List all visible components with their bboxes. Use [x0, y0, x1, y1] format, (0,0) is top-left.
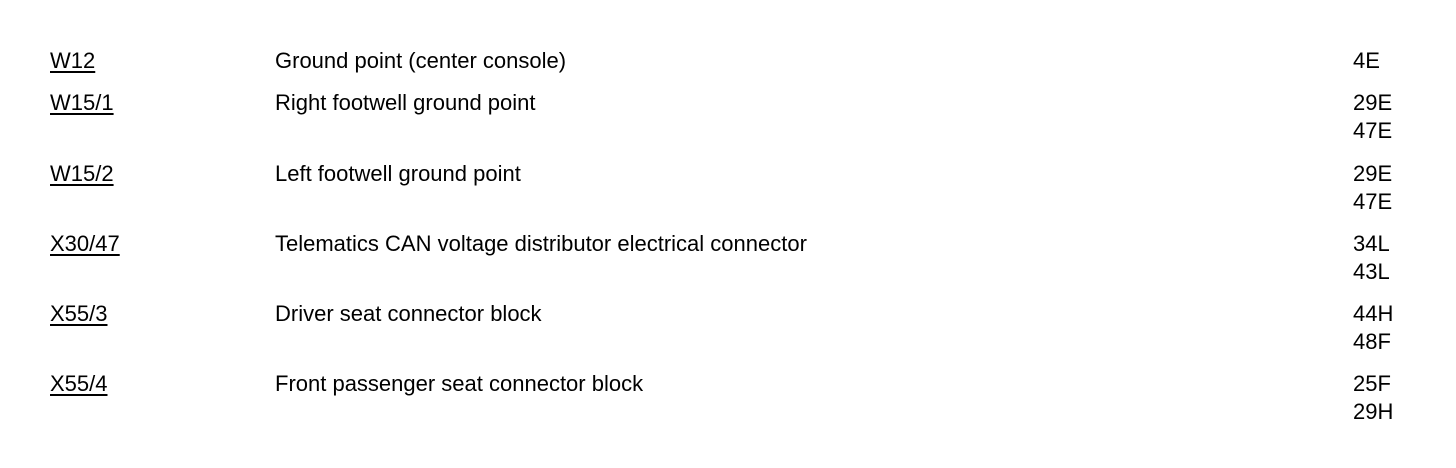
- grid-reference: 25F: [1353, 371, 1391, 396]
- grid-reference-list: 29E 47E: [1353, 160, 1433, 216]
- grid-reference: 44H: [1353, 301, 1394, 326]
- component-description: Telematics CAN voltage distributor elect…: [275, 231, 807, 256]
- grid-reference: 29H: [1353, 399, 1394, 424]
- grid-reference: 34L: [1353, 231, 1390, 256]
- component-code-link[interactable]: W15/2: [50, 161, 114, 186]
- component-code-link[interactable]: X55/3: [50, 301, 108, 326]
- legend-row: X55/3 Driver seat connector block 44H 48…: [0, 300, 1456, 370]
- component-description: Right footwell ground point: [275, 90, 536, 115]
- grid-reference: 47E: [1353, 118, 1393, 143]
- grid-reference: 47E: [1353, 189, 1393, 214]
- grid-reference-list: 29E 47E: [1353, 89, 1433, 145]
- grid-reference-list: 25F 29H: [1353, 370, 1433, 426]
- component-code-link[interactable]: W15/1: [50, 90, 114, 115]
- component-code-link[interactable]: X30/47: [50, 231, 120, 256]
- grid-reference: 4E: [1353, 48, 1380, 73]
- component-description: Front passenger seat connector block: [275, 371, 644, 396]
- legend-row: W15/1 Right footwell ground point 29E 47…: [0, 89, 1456, 159]
- grid-reference: 29E: [1353, 161, 1393, 186]
- component-description: Driver seat connector block: [275, 301, 542, 326]
- component-description: Ground point (center console): [275, 48, 567, 73]
- grid-reference-list: 44H 48F: [1353, 300, 1433, 356]
- grid-reference: 48F: [1353, 329, 1391, 354]
- legend-row: W15/2 Left footwell ground point 29E 47E: [0, 160, 1456, 230]
- grid-reference: 29E: [1353, 90, 1393, 115]
- legend-row: W12 Ground point (center console) 4E: [0, 47, 1456, 117]
- grid-reference-list: 34L 43L: [1353, 230, 1433, 286]
- grid-reference-list: 4E: [1353, 47, 1433, 75]
- legend-row: X55/4 Front passenger seat connector blo…: [0, 370, 1456, 440]
- grid-reference: 43L: [1353, 259, 1390, 284]
- legend-row: X30/47 Telematics CAN voltage distributo…: [0, 230, 1456, 300]
- component-code-link[interactable]: X55/4: [50, 371, 108, 396]
- component-code-link[interactable]: W12: [50, 48, 96, 73]
- component-description: Left footwell ground point: [275, 161, 521, 186]
